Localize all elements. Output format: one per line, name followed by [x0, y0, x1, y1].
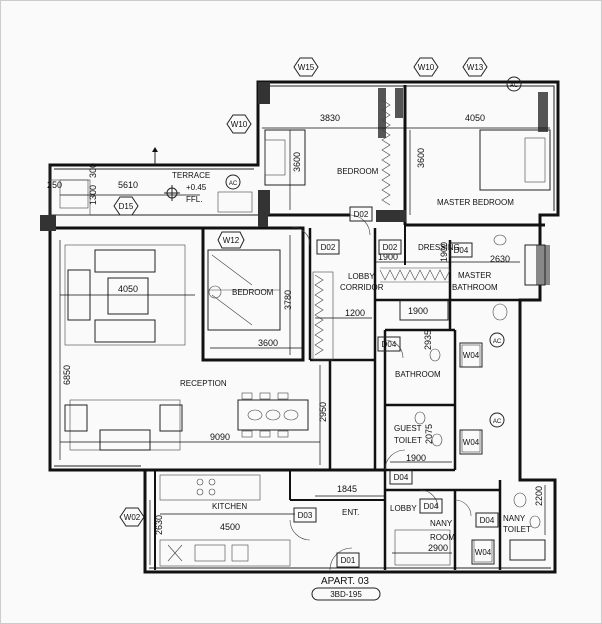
room-terrace: TERRACE	[172, 171, 210, 180]
north-arrow-icon	[152, 147, 158, 152]
tag-ac-3: AC	[493, 339, 502, 345]
dim-bath-width: 1900	[408, 306, 428, 316]
dim-terrace-width: 5610	[118, 180, 138, 190]
tag-ac-2: AC	[510, 83, 519, 89]
dim-ent-width: 1845	[337, 484, 357, 494]
room-labels: BEDROOM MASTER BEDROOM TERRACE +0.45 FFL…	[172, 167, 531, 542]
tag-d03: D03	[298, 511, 313, 520]
dim-reception-width: 9090	[210, 432, 230, 442]
terrace-ffl: FFL.	[186, 195, 202, 204]
room-master-bedroom: MASTER BEDROOM	[437, 198, 514, 207]
tag-d15-hex	[113, 196, 139, 216]
room-bedroom: BEDROOM	[337, 167, 379, 176]
dim-nany-toilet-depth: 2200	[534, 486, 544, 506]
tag-d04-c: D04	[394, 473, 409, 482]
tag-d04-b: D04	[382, 340, 397, 349]
tag-d01: D01	[341, 556, 356, 565]
room-dressing: DRESSING	[418, 243, 460, 252]
dim-bedroom2-depth: 3780	[283, 290, 293, 310]
dim-bedroom2-width: 3600	[258, 338, 278, 348]
furniture	[59, 129, 551, 567]
room-lobby-corridor-1: LOBBY	[348, 272, 375, 281]
dim-bath-depth: 2935	[423, 330, 433, 350]
room-kitchen: KITCHEN	[212, 502, 247, 511]
tag-w13: W13	[467, 63, 484, 72]
tag-d04-d: D04	[424, 502, 439, 511]
room-bedroom-2: BEDROOM	[232, 288, 274, 297]
tag-w10-left-hex	[226, 114, 252, 134]
room-nany-1: NANY	[430, 519, 453, 528]
tag-d04-a: D04	[454, 246, 469, 255]
room-guest-toilet-1: GUEST	[394, 424, 422, 433]
dim-2950: 2950	[318, 402, 328, 422]
tag-w12: W12	[223, 236, 240, 245]
apartment-name: APART. 03	[321, 576, 369, 587]
wardrobes	[312, 99, 451, 361]
room-bathroom: BATHROOM	[395, 370, 441, 379]
dim-kitchen-depth: 2630	[154, 515, 164, 535]
room-guest-toilet-2: TOILET	[394, 436, 422, 445]
tag-d04-e: D04	[480, 516, 495, 525]
room-entrance: ENT.	[342, 508, 359, 517]
tag-d02-a: D02	[354, 210, 369, 219]
room-nany-2: ROOM	[430, 533, 455, 542]
tag-w02: W02	[124, 513, 141, 522]
tag-ac-4: AC	[493, 419, 502, 425]
room-lobby: LOBBY	[390, 504, 417, 513]
room-master-bath-1: MASTER	[458, 271, 492, 280]
dim-guest-width: 1900	[406, 453, 426, 463]
tag-w13-hex	[462, 57, 488, 77]
terrace-level: +0.45	[186, 183, 207, 192]
dim-1300: 1300	[88, 185, 98, 205]
dim-master-width: 4050	[465, 113, 485, 123]
element-tags: W15 W10 W13 W10 D15 W02 W12 D02 D02 D02 …	[113, 57, 522, 568]
tag-d15: D15	[119, 202, 134, 211]
tag-ac-1: AC	[229, 181, 238, 187]
interior-walls	[40, 85, 545, 570]
dim-guest-depth: 2075	[424, 424, 434, 444]
dim-kitchen-width: 4500	[220, 522, 240, 532]
dim-nany-width: 2900	[428, 543, 448, 553]
tag-w04-b: W04	[463, 438, 480, 447]
tag-w02-hex	[119, 507, 145, 527]
dimension-lines	[59, 127, 550, 565]
tag-d02-b: D02	[321, 243, 336, 252]
dim-dressing-width: 1900	[378, 252, 398, 262]
tag-w04-a: W04	[463, 351, 480, 360]
room-master-bath-2: BATHROOM	[452, 283, 498, 292]
tag-w15: W15	[298, 63, 315, 72]
dim-corridor-width: 1200	[345, 308, 365, 318]
room-nany-toilet-2: TOILET	[503, 525, 531, 534]
tag-w10-top-hex	[413, 57, 439, 77]
dim-dressing-depth: 1900	[439, 242, 449, 262]
tag-d02-c: D02	[383, 243, 398, 252]
dim-bedroom-width: 3830	[320, 113, 340, 123]
dim-master-bath-width: 2630	[490, 254, 510, 264]
tag-w15-hex	[293, 57, 319, 77]
apartment-code: 3BD-195	[330, 590, 362, 599]
columns	[40, 82, 550, 285]
dim-reception-depth: 6850	[62, 365, 72, 385]
dim-300: 300	[88, 163, 98, 178]
tag-w04-c: W04	[475, 548, 492, 557]
dim-250: 250	[47, 180, 62, 190]
room-reception: RECEPTION	[180, 379, 227, 388]
tag-w10-top: W10	[418, 63, 435, 72]
dim-bedroom-depth: 3600	[292, 152, 302, 172]
dimension-labels: 3830 4050 3600 3600 5610 250 300 1300 40…	[47, 113, 544, 553]
room-lobby-corridor-2: CORRIDOR	[340, 283, 384, 292]
dim-master-depth: 3600	[416, 148, 426, 168]
dim-living-width: 4050	[118, 284, 138, 294]
tag-w12-hex	[217, 231, 245, 249]
tag-w10-left: W10	[231, 120, 248, 129]
title-block: APART. 03 3BD-195	[311, 576, 381, 601]
room-nany-toilet-1: NANY	[503, 514, 526, 523]
door-swings	[289, 214, 472, 571]
